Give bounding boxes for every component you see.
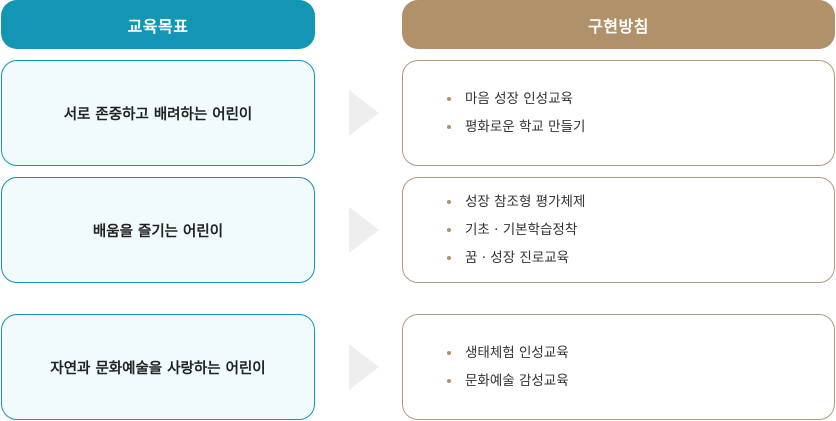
goal-text-3: 자연과 문화예술을 사랑하는 어린이 bbox=[50, 360, 266, 377]
plan-item: 문화예술 감성교육 bbox=[447, 367, 834, 395]
plan-item: 꿈 · 성장 진로교육 bbox=[447, 244, 834, 272]
plan-box-2: 성장 참조형 평가체제 기초 · 기본학습정착 꿈 · 성장 진로교육 bbox=[402, 177, 835, 283]
goal-box-3: 자연과 문화예술을 사랑하는 어린이 bbox=[1, 314, 315, 420]
bullet-icon bbox=[447, 97, 451, 101]
plan-item-label: 기초 · 기본학습정착 bbox=[465, 222, 578, 238]
plan-item-label: 꿈 · 성장 진로교육 bbox=[465, 250, 570, 266]
goal-box-2: 배움을 즐기는 어린이 bbox=[1, 177, 315, 283]
bullet-icon bbox=[447, 379, 451, 383]
bullet-icon bbox=[447, 256, 451, 260]
arrow-right-icon bbox=[349, 90, 379, 136]
plan-list-3: 생태체험 인성교육 문화예술 감성교육 bbox=[403, 339, 834, 395]
bullet-icon bbox=[447, 200, 451, 204]
plan-item-label: 마음 성장 인성교육 bbox=[465, 91, 573, 107]
plan-item: 성장 참조형 평가체제 bbox=[447, 188, 834, 216]
bullet-icon bbox=[447, 125, 451, 129]
plan-item-label: 문화예술 감성교육 bbox=[465, 373, 569, 389]
arrow-right-icon bbox=[349, 344, 379, 390]
plan-item-label: 평화로운 학교 만들기 bbox=[465, 119, 586, 135]
bullet-icon bbox=[447, 228, 451, 232]
plan-item: 마음 성장 인성교육 bbox=[447, 85, 834, 113]
goals-header: 교육목표 bbox=[1, 0, 315, 49]
plan-list-1: 마음 성장 인성교육 평화로운 학교 만들기 bbox=[403, 85, 834, 141]
goal-box-1: 서로 존중하고 배려하는 어린이 bbox=[1, 60, 315, 166]
plan-item: 기초 · 기본학습정착 bbox=[447, 216, 834, 244]
plan-item-label: 생태체험 인성교육 bbox=[465, 345, 569, 361]
plans-header: 구현방침 bbox=[402, 0, 835, 49]
goal-text-2: 배움을 즐기는 어린이 bbox=[92, 223, 224, 240]
goal-text-1: 서로 존중하고 배려하는 어린이 bbox=[63, 106, 253, 123]
plan-item: 평화로운 학교 만들기 bbox=[447, 113, 834, 141]
plans-header-label: 구현방침 bbox=[588, 16, 649, 36]
bullet-icon bbox=[447, 351, 451, 355]
plan-item: 생태체험 인성교육 bbox=[447, 339, 834, 367]
plan-box-1: 마음 성장 인성교육 평화로운 학교 만들기 bbox=[402, 60, 835, 166]
plan-item-label: 성장 참조형 평가체제 bbox=[465, 194, 586, 210]
arrow-right-icon bbox=[349, 207, 379, 253]
plan-list-2: 성장 참조형 평가체제 기초 · 기본학습정착 꿈 · 성장 진로교육 bbox=[403, 188, 834, 272]
plan-box-3: 생태체험 인성교육 문화예술 감성교육 bbox=[402, 314, 835, 420]
goals-header-label: 교육목표 bbox=[127, 16, 189, 36]
